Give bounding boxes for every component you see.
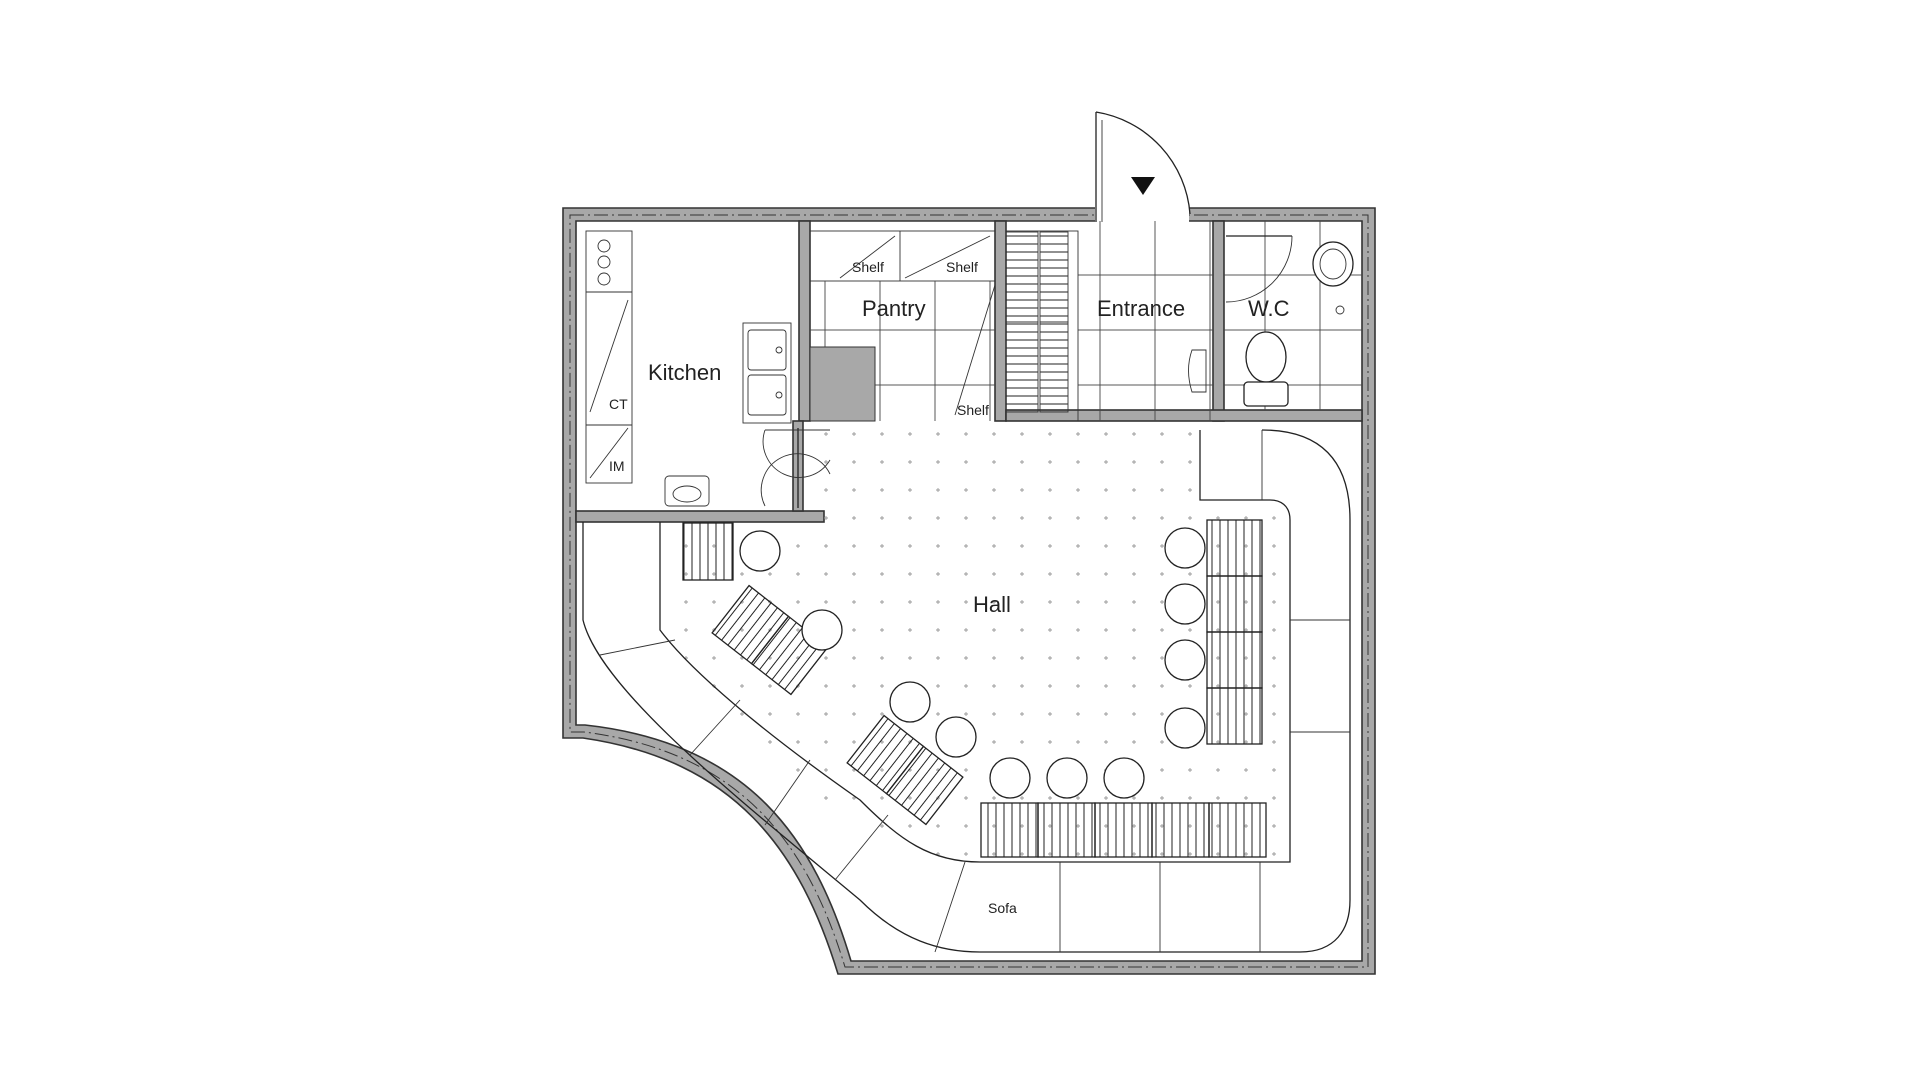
pantry-column <box>809 346 876 422</box>
chair <box>1164 639 1206 681</box>
toilet-icon <box>1245 331 1287 383</box>
shelf-label: Shelf <box>946 259 978 275</box>
ct-label: CT <box>609 396 628 412</box>
table <box>1094 802 1153 858</box>
wc-label: W.C <box>1248 296 1290 321</box>
chair <box>1164 707 1206 749</box>
entrance-door-swing <box>1095 111 1191 215</box>
chair <box>1046 757 1088 799</box>
basin-icon <box>1312 241 1354 287</box>
sofa-label: Sofa <box>988 900 1017 916</box>
im-label: IM <box>609 458 625 474</box>
table <box>885 745 964 826</box>
stove-burner-icon <box>597 239 611 253</box>
sink-icon <box>742 322 792 424</box>
washbasin-icon <box>1188 349 1207 393</box>
kitchen-label: Kitchen <box>648 360 721 385</box>
stove-burner-icon <box>597 255 611 269</box>
table <box>1206 575 1263 633</box>
chair <box>1103 757 1145 799</box>
table <box>1037 802 1096 858</box>
hall-floor <box>660 421 1290 860</box>
chair <box>739 530 781 572</box>
table <box>1208 802 1267 858</box>
chair <box>935 716 977 758</box>
shelf-label: Shelf <box>957 402 989 418</box>
hall-furniture <box>682 519 1267 858</box>
chair <box>1164 527 1206 569</box>
table <box>1151 802 1210 858</box>
chair <box>1164 583 1206 625</box>
table <box>1206 519 1263 577</box>
shelf-label: Shelf <box>852 259 884 275</box>
table <box>980 802 1039 858</box>
hand-basin-icon <box>664 475 710 507</box>
stove-burner-icon <box>597 272 611 286</box>
pantry-label: Pantry <box>862 296 926 321</box>
entry-arrow-icon <box>1131 177 1155 195</box>
entrance: Entrance <box>1005 221 1213 422</box>
table <box>1206 631 1263 689</box>
wall-centerline <box>569 214 1369 968</box>
table <box>682 522 734 581</box>
kitchen: Kitchen CT IM <box>585 230 792 507</box>
entrance-label: Entrance <box>1097 296 1185 321</box>
pantry: Shelf Shelf Shelf Pantry <box>809 230 996 422</box>
chair <box>801 609 843 651</box>
wc: W.C <box>1224 221 1362 410</box>
chair <box>889 681 931 723</box>
sofa-banquette: Sofa <box>582 429 1351 953</box>
exterior-wall <box>562 207 1376 975</box>
hall-label: Hall <box>973 592 1011 617</box>
table <box>1206 687 1263 745</box>
chair <box>989 757 1031 799</box>
